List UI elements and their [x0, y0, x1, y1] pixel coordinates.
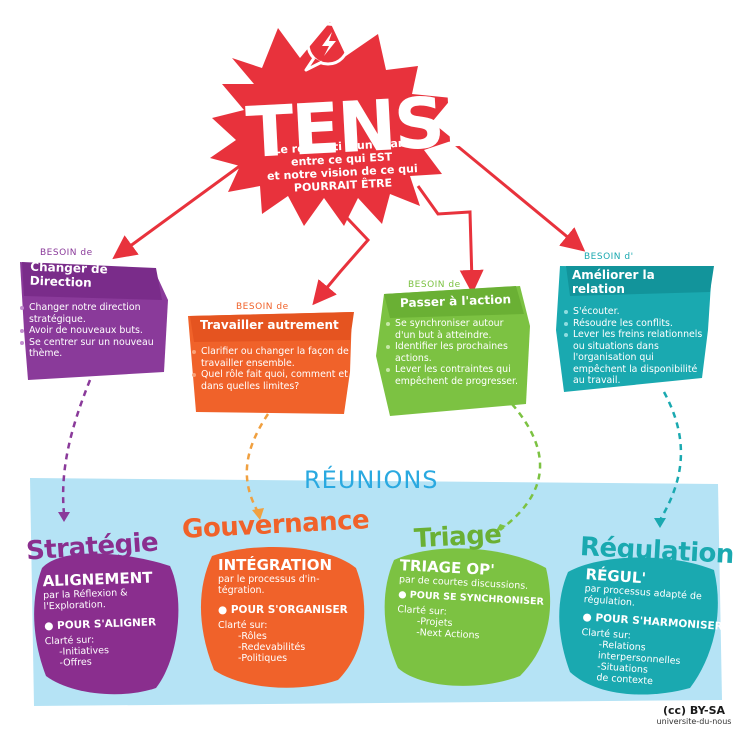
need-prefix: BESOIN de — [40, 248, 93, 258]
pour-label: POUR S'ORGANISER — [230, 604, 348, 616]
need-prefix: BESOIN d' — [584, 252, 634, 262]
list-line: -Rôles — [238, 631, 267, 642]
need-item: Résoudre les conflits. — [564, 318, 706, 330]
need-title: Améliorer la relation — [572, 268, 655, 296]
tensions-burst — [210, 22, 454, 226]
need-title: Passer à l'action — [399, 292, 512, 311]
meeting-card-strategie: ALIGNEMENT par la Réflexion & l'Explorat… — [42, 568, 175, 669]
need-box-action: BESOIN de Passer à l'action Se synchroni… — [386, 280, 522, 387]
need-item: Avoir de nouveaux buts. — [20, 325, 164, 337]
dashed-connectors — [61, 379, 683, 531]
need-list: Changer notre direction stratégique. Avo… — [20, 302, 164, 360]
meeting-card-triage: TRIAGE OP' par de courtes discussions. ●… — [396, 556, 550, 645]
need-item: Quel rôle fait quoi, comment et dans que… — [192, 369, 350, 392]
meeting-card-gouvernance: INTÉGRATION par le processus d'in- tégra… — [218, 556, 358, 664]
need-item: Clarifier ou changer la façon de travail… — [192, 346, 350, 369]
need-item: Se synchroniser autour d'un but à attein… — [386, 318, 522, 341]
meeting-blob-1 — [200, 546, 365, 688]
need-prefix: BESOIN de — [236, 302, 289, 312]
pour-label: POUR S'ALIGNER — [56, 616, 157, 632]
need-box-bg-2 — [376, 286, 530, 416]
list-line: -Politiques — [238, 653, 288, 664]
need-title: Travailler autrement — [200, 318, 339, 332]
need-list: Clarifier ou changer la façon de travail… — [192, 346, 350, 392]
reunions-label: RÉUNIONS — [304, 466, 439, 494]
tension-arrows — [112, 138, 586, 306]
need-list: Se synchroniser autour d'un but à attein… — [386, 318, 522, 387]
need-box-direction: BESOIN de Changer de Direction Changer n… — [20, 248, 164, 360]
need-item: Changer notre direction stratégique. — [20, 302, 164, 325]
need-item: Lever les freins relationnels ou situati… — [564, 329, 706, 387]
meeting-blob-3 — [559, 557, 718, 695]
need-item: S'écouter. — [564, 306, 706, 318]
meeting-clarte: Clarté sur: — [218, 620, 268, 631]
meeting-desc: par la Réflexion & l'Exploration. — [43, 586, 174, 612]
meeting-name: Triage — [413, 519, 503, 555]
lightning-bubble-icon — [304, 22, 350, 72]
meeting-pour: ● POUR S'ORGANISER — [218, 604, 348, 616]
need-prefix: BESOIN de — [408, 280, 461, 290]
desc-line: par le processus d'in- — [218, 574, 320, 585]
meeting-desc: par le processus d'in- tégration. — [218, 574, 358, 596]
license-badge: (cc) BY-SA universite-du-nous — [650, 704, 738, 726]
meeting-pour: ● POUR S'ALIGNER — [44, 616, 157, 633]
need-item: Identifier les prochaines actions. — [386, 341, 522, 364]
meeting-list: -Relations interpersonnelles -Situations… — [596, 639, 723, 692]
need-box-travailler: BESOIN de Travailler autrement Clarifier… — [192, 302, 350, 392]
need-item: Lever les contraintes qui empêchent de p… — [386, 364, 522, 387]
desc-line: tégration. — [218, 585, 265, 596]
meeting-list: -Rôles -Redevabilités -Politiques — [238, 631, 358, 664]
need-box-bg-3 — [556, 266, 712, 392]
need-item: Se centrer sur un nouveau thème. — [20, 337, 164, 360]
meeting-blob-2 — [384, 548, 551, 686]
meeting-list: -Initiatives -Offres — [59, 643, 176, 669]
need-title: Changer de Direction — [29, 259, 109, 290]
meeting-blob-0 — [34, 553, 179, 695]
meeting-head: INTÉGRATION — [218, 556, 333, 574]
license-source: universite-du-nous — [656, 717, 732, 726]
license-mark: (cc) BY-SA — [662, 704, 726, 717]
reunions-band — [30, 478, 722, 706]
main-subtitle: Le ressenti d'un écart entre ce qui EST … — [261, 136, 424, 196]
list-line: -Redevabilités — [238, 642, 306, 653]
need-box-relation: BESOIN d' Améliorer la relation S'écoute… — [564, 252, 706, 387]
need-list: S'écouter. Résoudre les conflits. Lever … — [564, 306, 706, 387]
meeting-card-regulation: RÉGUL' par processus adapté de régulatio… — [578, 565, 728, 692]
